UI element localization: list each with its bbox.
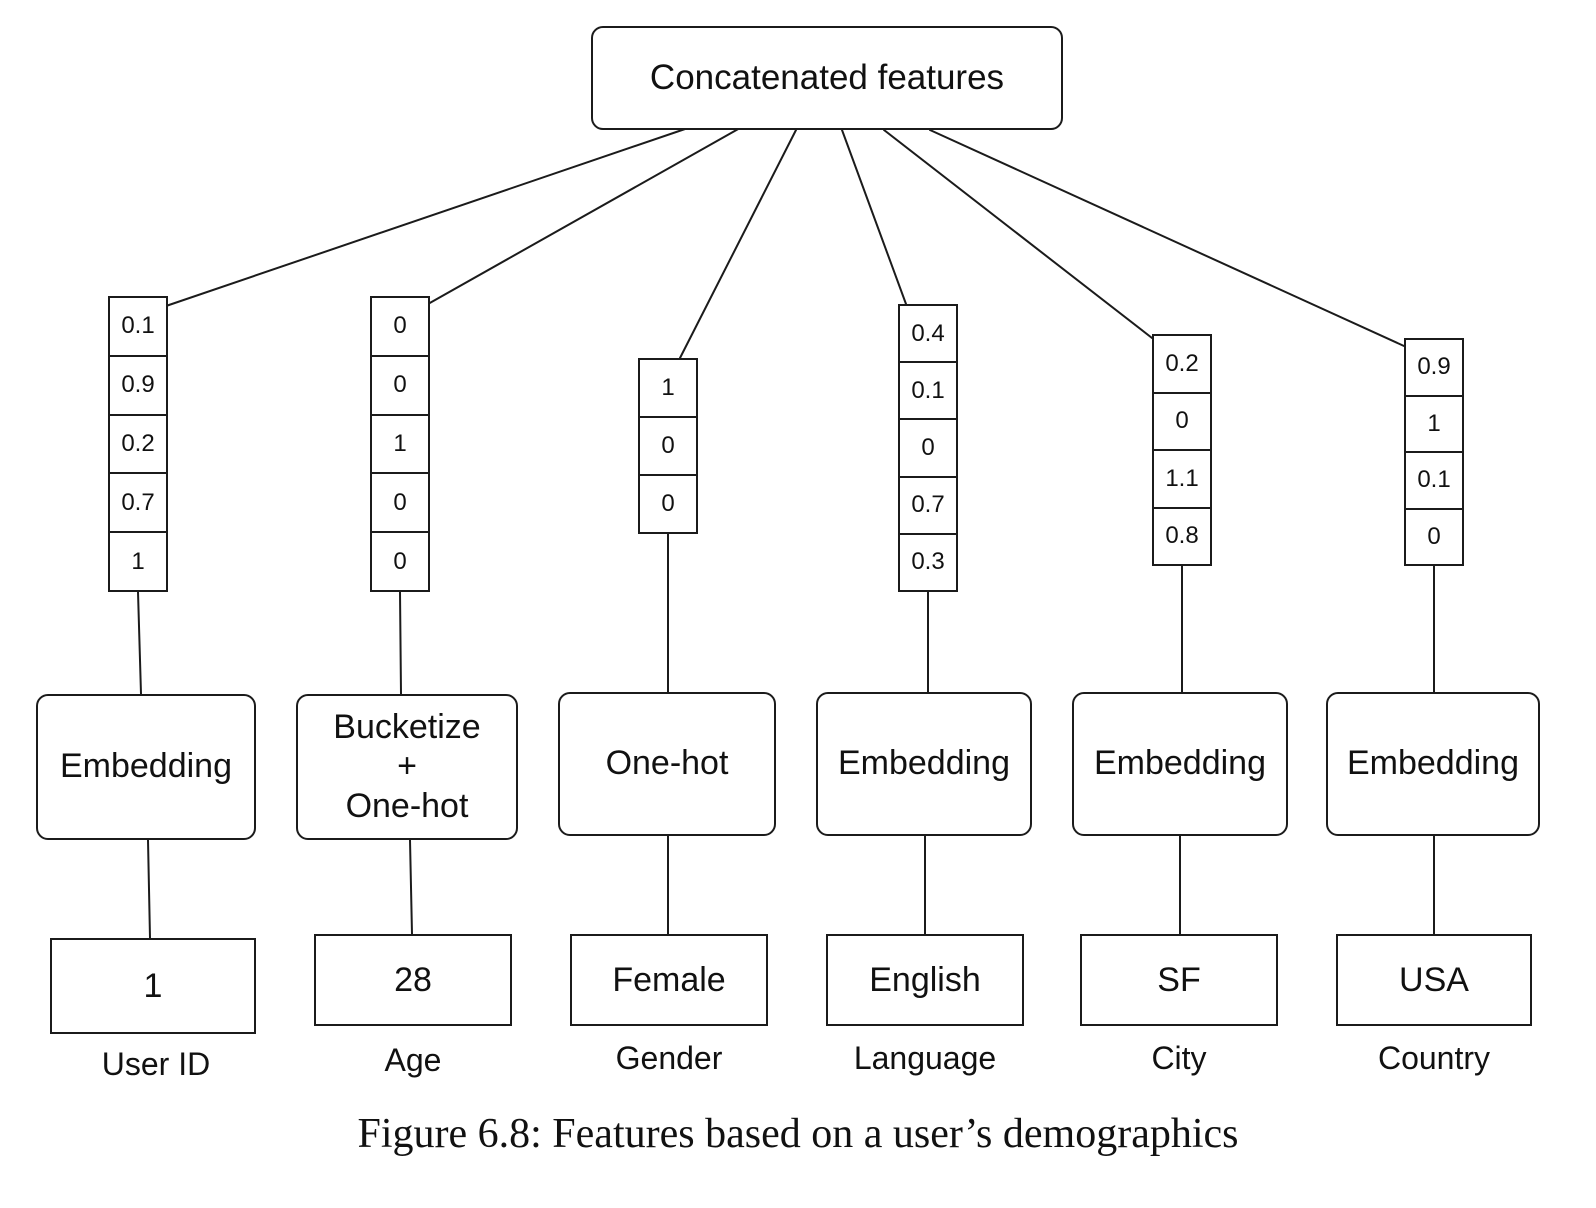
vector-cell: 0.8 [1165, 522, 1199, 550]
input-value: USA [1399, 960, 1469, 999]
vector-cell: 0.1 [1406, 453, 1462, 510]
feature-label-country: Country [1377, 1040, 1491, 1076]
city-link-line [883, 129, 1153, 339]
vector-cell: 0.1 [110, 298, 166, 357]
language-transform-box: Embedding [816, 692, 1032, 836]
transform-label: Embedding [59, 747, 232, 786]
gender-transform-box: One-hot [558, 692, 776, 836]
language-value-box: English [826, 934, 1024, 1026]
age-vector-transform-line [399, 591, 402, 695]
vector-cell: 0 [393, 547, 407, 575]
vector-cell: 0 [1427, 522, 1441, 550]
city-value-box: SF [1080, 934, 1278, 1026]
vector-cell: 1 [640, 360, 696, 418]
transform-label: One-hot [605, 744, 729, 783]
age-transform-input-line [409, 839, 413, 935]
vector-cell: 0.7 [110, 474, 166, 534]
input-value: SF [1157, 960, 1201, 999]
user-id-transform-input-line [147, 839, 151, 939]
vector-cell: 0 [372, 474, 428, 534]
language-link-line [841, 129, 907, 305]
vector-cell: 1 [1406, 397, 1462, 453]
vector-cell: 0 [640, 418, 696, 476]
vector-cell: 0.2 [1154, 336, 1210, 394]
gender-value-box: Female [570, 934, 768, 1026]
input-value: English [869, 960, 981, 999]
transform-label: Bucketize + One-hot [333, 708, 481, 825]
user-id-link-line [165, 127, 689, 307]
age-value-box: 28 [314, 934, 512, 1026]
vector-cell: 0.1 [900, 363, 956, 421]
input-value: 1 [143, 966, 163, 1005]
user-id-transform-box: Embedding [36, 694, 256, 840]
vector-cell: 0.9 [110, 357, 166, 416]
transform-label: Embedding [1346, 744, 1519, 783]
city-transform-box: Embedding [1072, 692, 1288, 836]
transform-label: Embedding [837, 744, 1010, 783]
vector-cell: 0 [372, 357, 428, 416]
feature-label-gender: Gender [615, 1040, 723, 1076]
figure-caption: Figure 6.8: Features based on a user’s d… [357, 1111, 1239, 1157]
vector-cell: 0 [900, 420, 956, 478]
input-value: Female [612, 960, 726, 999]
vector-cell: 0 [1154, 394, 1210, 451]
country-value-box: USA [1336, 934, 1532, 1026]
input-value: 28 [394, 960, 432, 999]
user-id-value-box: 1 [50, 938, 256, 1034]
transform-label: Embedding [1093, 744, 1266, 783]
age-link-line [427, 127, 741, 305]
vector-cell: 0.3 [911, 548, 945, 576]
country-link-line [929, 129, 1405, 347]
feature-label-language: Language [853, 1040, 997, 1076]
vector-cell: 1 [131, 547, 145, 575]
age-transform-box: Bucketize + One-hot [296, 694, 518, 840]
feature-label-age: Age [384, 1042, 442, 1078]
feature-label-city: City [1151, 1040, 1207, 1076]
vector-cell: 0.9 [1406, 340, 1462, 397]
vector-cell: 0.4 [900, 306, 956, 364]
vector-cell: 0.7 [900, 478, 956, 535]
vector-cell: 1.1 [1154, 451, 1210, 509]
vector-cell: 0 [661, 490, 675, 517]
feature-label-user-id: User ID [101, 1046, 211, 1082]
vector-cell: 0.2 [110, 416, 166, 475]
user-id-vector-transform-line [137, 591, 142, 695]
vector-cell: 0 [372, 298, 428, 357]
concatenated-features-node: Concatenated features [591, 26, 1063, 130]
vector-cell: 1 [372, 416, 428, 475]
country-transform-box: Embedding [1326, 692, 1540, 836]
gender-link-line [679, 129, 797, 359]
